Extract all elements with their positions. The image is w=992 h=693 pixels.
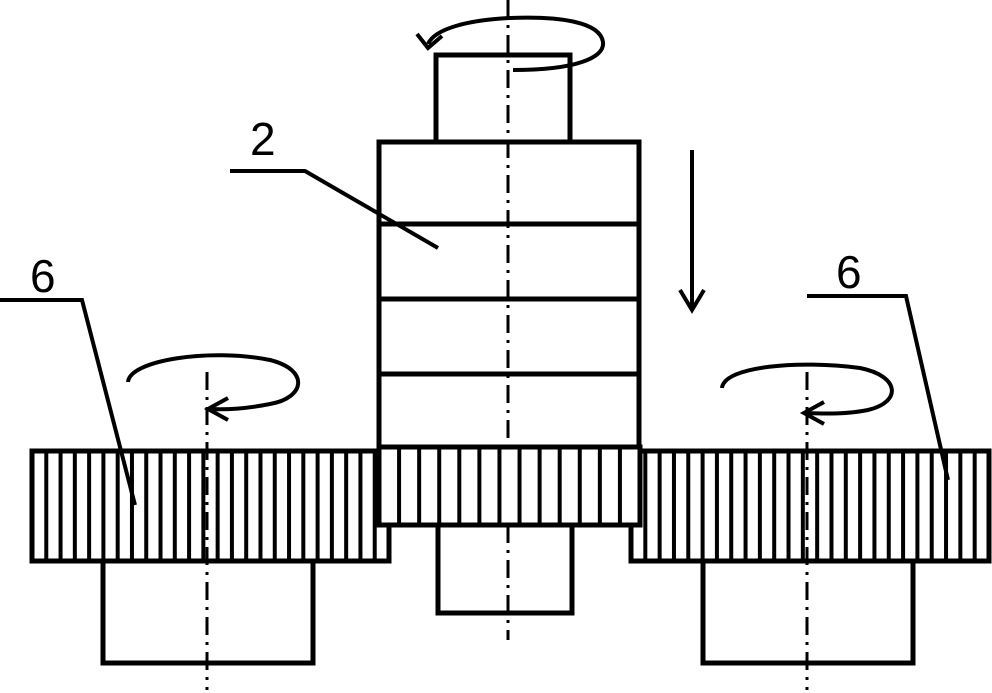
label-cutter: 2 — [250, 113, 276, 165]
leader-line-gear-left — [0, 298, 137, 506]
left-hub — [100, 558, 316, 666]
right-hub — [700, 558, 916, 666]
label-gear-left: 6 — [30, 250, 56, 302]
right-gear-rim — [628, 448, 992, 564]
left-gear-rim — [29, 448, 392, 564]
bottom-shaft — [435, 522, 575, 616]
label-gear-right: 6 — [836, 246, 862, 298]
top-rotation-arrow — [415, 15, 606, 72]
center-gear — [376, 444, 643, 528]
left-rotation-arrow — [126, 353, 301, 422]
leader-line-cutter — [230, 169, 440, 250]
right-rotation-arrow — [720, 362, 894, 426]
leader-line-gear-right — [807, 294, 950, 481]
feed-arrow — [678, 150, 706, 314]
